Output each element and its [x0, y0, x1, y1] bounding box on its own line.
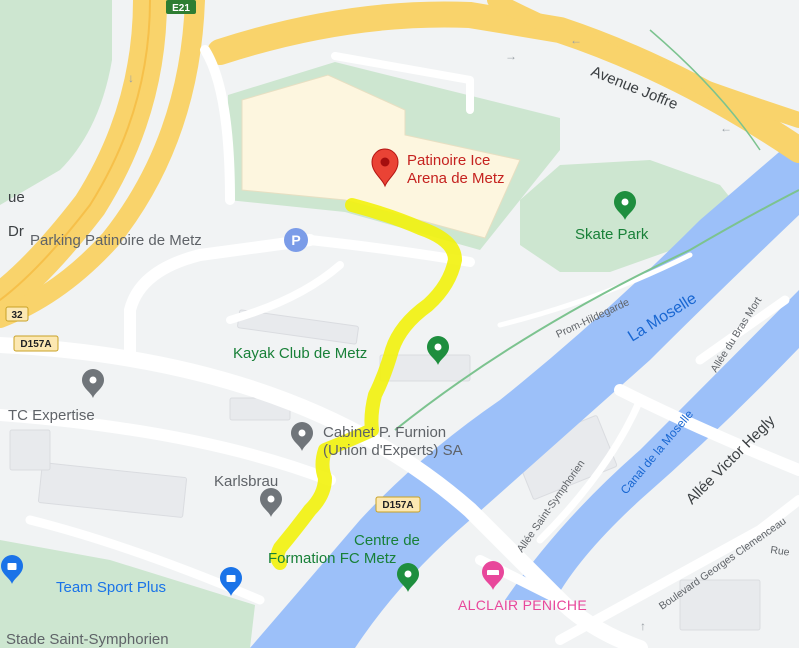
svg-text:←: ← [720, 121, 732, 135]
map-pin-icon[interactable] [427, 336, 449, 365]
shield-32: 32 [5, 306, 29, 322]
poi-label-centre-line2[interactable]: Formation FC Metz [268, 550, 396, 567]
poi-label-cabinet-line2[interactable]: (Union d'Experts) SA [323, 442, 463, 459]
shopping-bag-icon[interactable] [1, 555, 23, 584]
shield-d157a-right: D157A [375, 496, 421, 513]
svg-text:32: 32 [11, 310, 23, 321]
svg-text:→: → [505, 49, 517, 63]
arrow-up-icon: ↑ [640, 619, 646, 633]
map-pin-icon[interactable] [260, 488, 282, 517]
building-blocks [9, 309, 761, 631]
poi-label-kayak[interactable]: Kayak Club de Metz [233, 345, 367, 362]
svg-text:D157A: D157A [20, 339, 51, 350]
highway-a31 [0, 0, 205, 328]
poi-label-karlsbrau[interactable]: Karlsbrau [214, 473, 278, 490]
park-bottom-left [0, 540, 255, 648]
poi-label-arena-line2[interactable]: Arena de Metz [407, 170, 505, 187]
road-label-rue: Rue [770, 544, 791, 559]
park-top-left [0, 0, 112, 205]
canal-de-la-moselle [505, 290, 799, 600]
route-highlight [270, 198, 462, 570]
shopping-bag-icon[interactable] [220, 567, 242, 596]
road-label-ue-fragment: ue [8, 189, 25, 206]
poi-label-skate-park[interactable]: Skate Park [575, 226, 649, 243]
direction-arrows: ↓ → ← ← [128, 33, 732, 135]
parking-icon[interactable]: P [284, 228, 308, 252]
poi-label-cabinet-line1[interactable]: Cabinet P. Furnion [323, 424, 446, 441]
svg-text:D157A: D157A [382, 500, 413, 511]
poi-label-arena-line1[interactable]: Patinoire Ice [407, 152, 490, 169]
poi-label-team-sport[interactable]: Team Sport Plus [56, 579, 166, 596]
poi-label-stade[interactable]: Stade Saint-Symphorien [6, 631, 169, 648]
poi-label-tc-expertise[interactable]: TC Expertise [8, 407, 95, 424]
map-pin-icon[interactable] [397, 563, 419, 592]
shield-e21: E21 [166, 0, 196, 14]
svg-text:E21: E21 [172, 3, 190, 14]
map-pin-icon[interactable] [371, 148, 399, 188]
poi-label-parking[interactable]: Parking Patinoire de Metz [30, 232, 202, 249]
prom-hildegarde-path [394, 189, 799, 431]
svg-text:←: ← [570, 33, 582, 47]
svg-text:↓: ↓ [128, 71, 134, 85]
map-pin-icon[interactable] [614, 191, 636, 220]
map-pin-icon[interactable] [291, 422, 313, 451]
shield-d157a-left: D157A [13, 335, 59, 352]
bed-icon[interactable] [482, 561, 504, 590]
road-label-dr-fragment: Dr [8, 223, 24, 240]
poi-label-centre-line1[interactable]: Centre de [354, 532, 420, 549]
svg-text:P: P [291, 232, 300, 248]
map-pin-icon[interactable] [82, 369, 104, 398]
green-path-top [649, 29, 761, 151]
poi-label-alclair[interactable]: ALCLAIR PENICHE [458, 597, 587, 613]
